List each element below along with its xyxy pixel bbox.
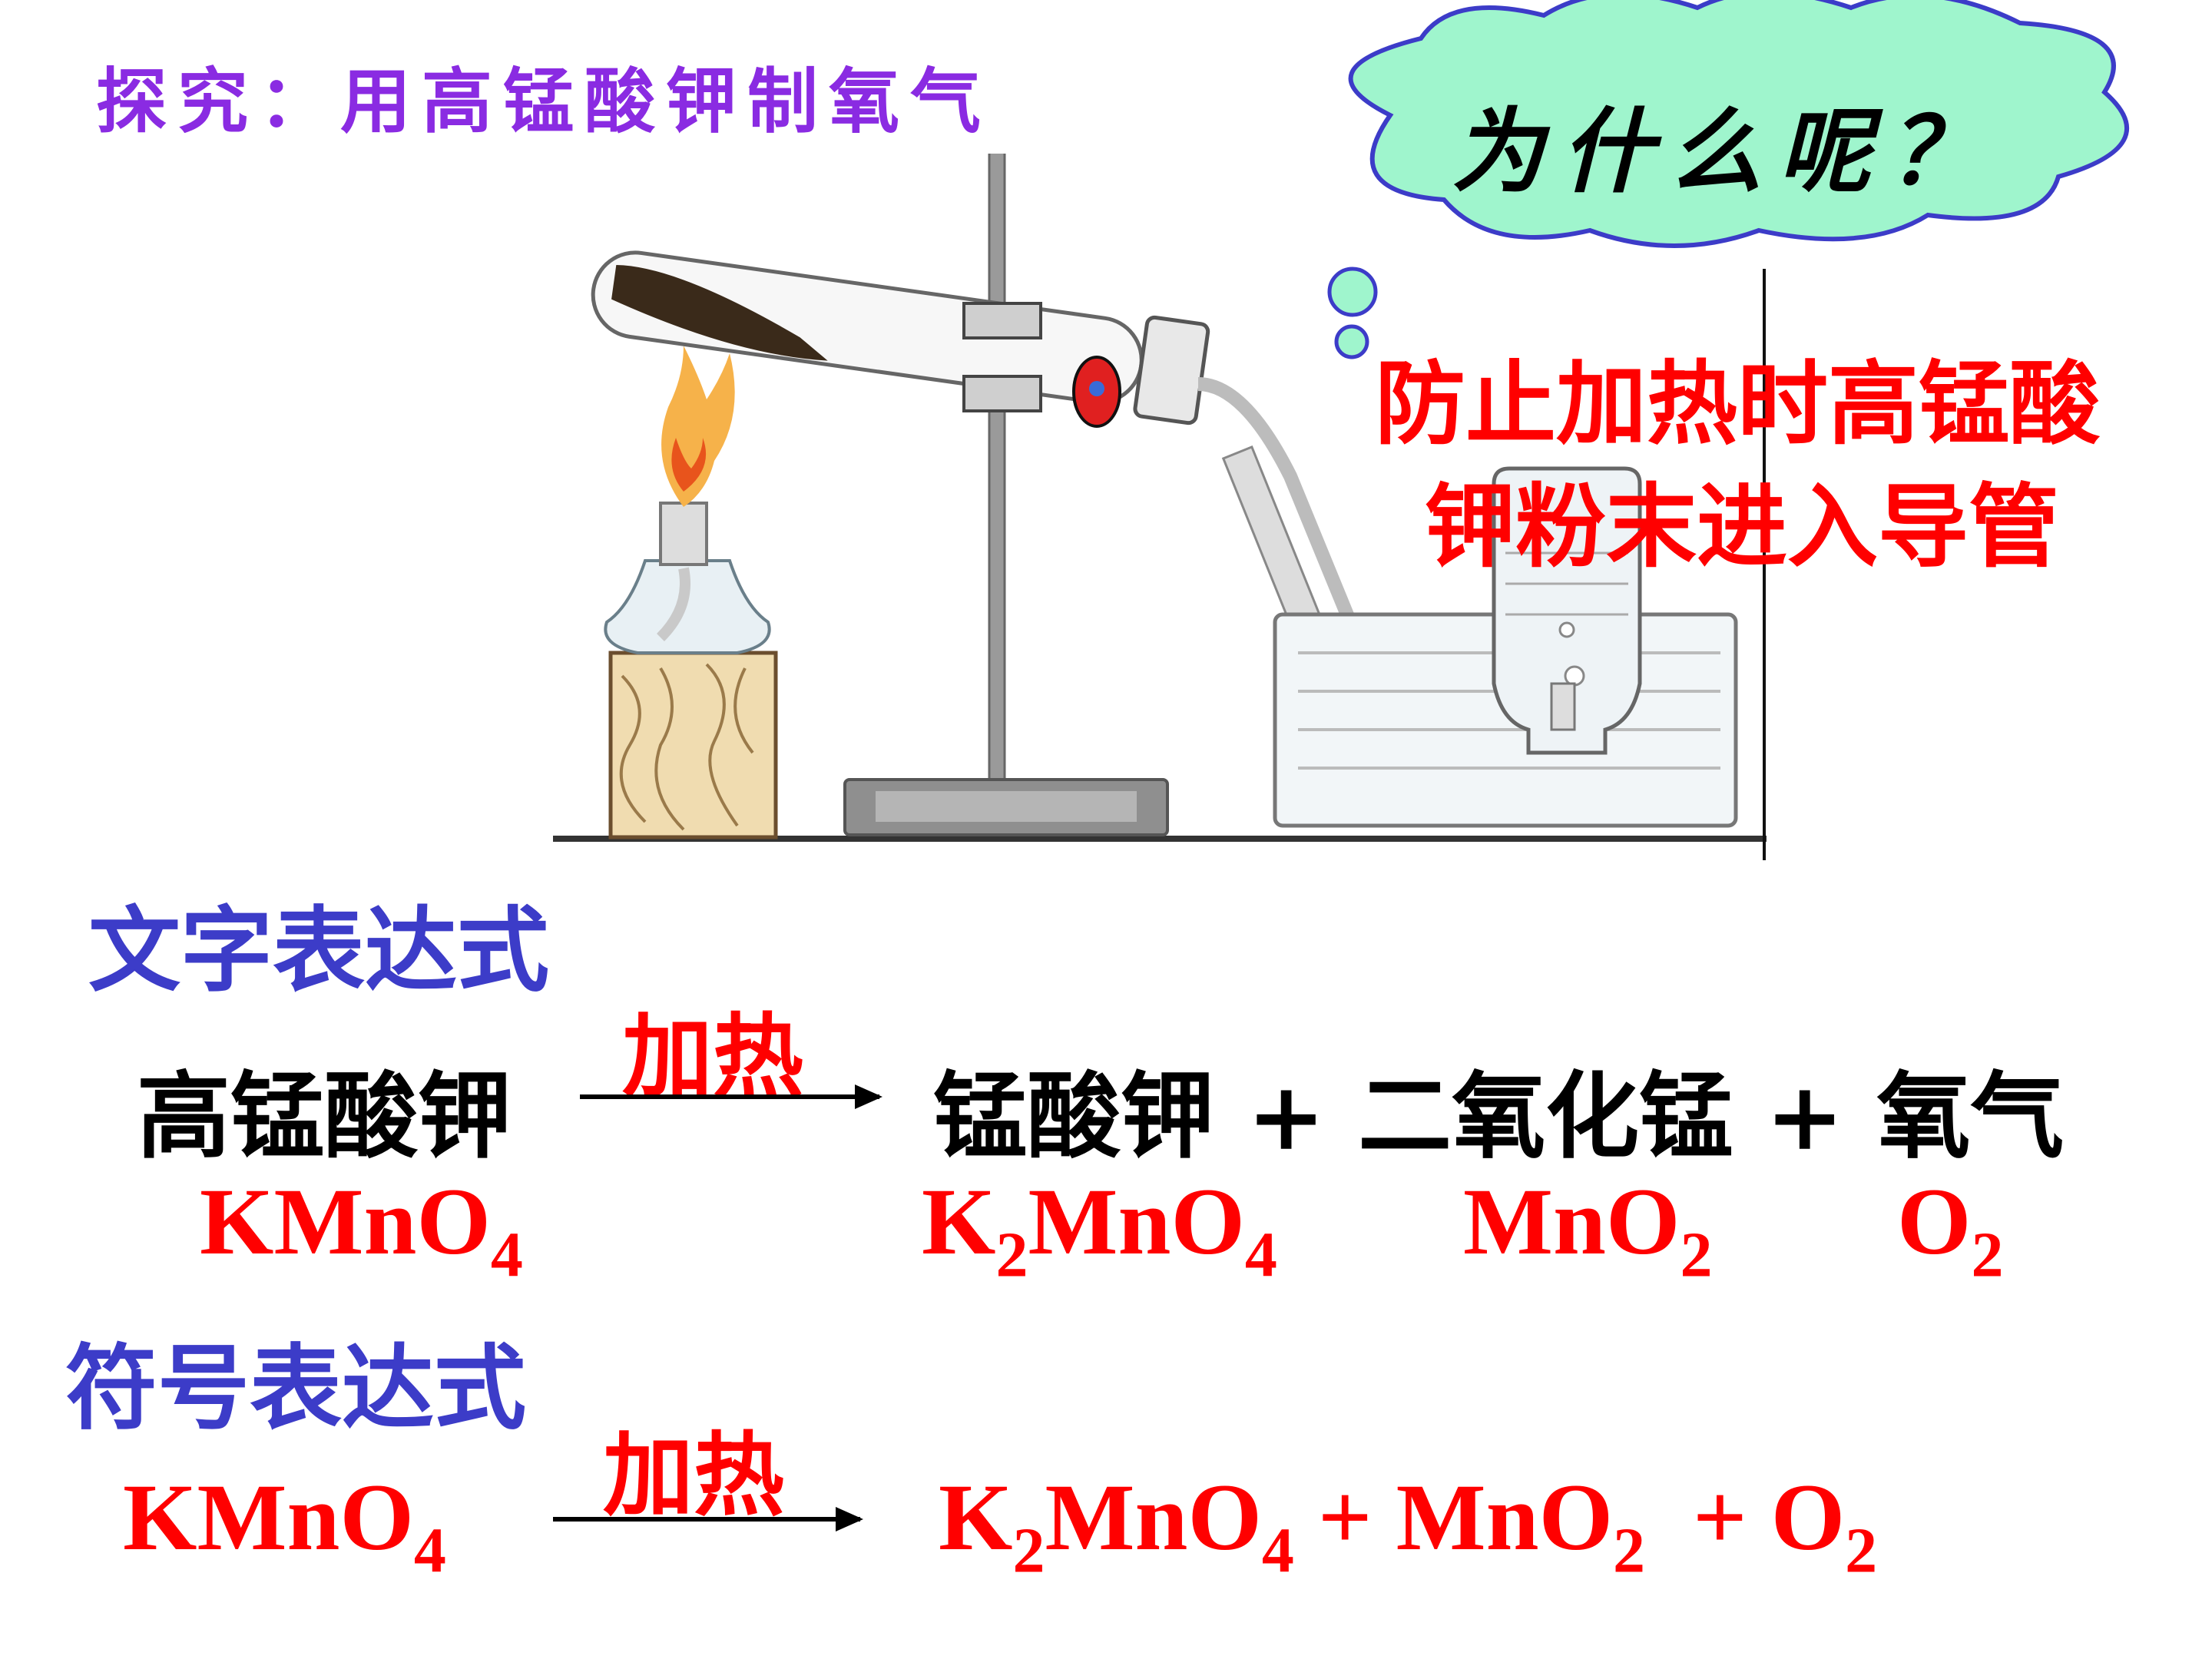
- test-tube: [591, 250, 1210, 426]
- word-equation-heading: 文字表达式: [88, 896, 549, 1005]
- symbol-reactant: KMnO4: [123, 1465, 446, 1587]
- apparatus-illustration: [553, 154, 1767, 860]
- reason-line-2: 钾粉末进入导管: [1425, 473, 2060, 580]
- stopper: [1133, 315, 1210, 426]
- symbol-arrow: [553, 1507, 863, 1532]
- stand-rod: [988, 154, 1006, 785]
- bubble-text: 为什么呢？: [1452, 98, 1997, 206]
- flame: [661, 346, 735, 507]
- thought-bubble: [1348, 0, 2129, 248]
- symbol-products: K2MnO4 + MnO2 + O2: [939, 1465, 1878, 1587]
- symbol-equation-heading: 符号表达式: [65, 1334, 526, 1442]
- word-products: 锰酸钾 + 二氧化锰 + 氧气: [933, 1061, 2065, 1171]
- kmno4-powder: [611, 265, 828, 361]
- collecting-bottle: [1492, 466, 1642, 755]
- symbol-condition: 加热: [603, 1422, 785, 1528]
- formula-mno2: MnO2: [1463, 1169, 1713, 1291]
- word-reactant: 高锰酸钾: [137, 1061, 512, 1171]
- page-title: 探究：用高锰酸钾制氧气: [96, 61, 992, 143]
- alcohol-lamp: [604, 559, 771, 654]
- formula-k2mno4: K2MnO4: [922, 1169, 1277, 1291]
- clamp: [962, 302, 1042, 339]
- formula-o2: O2: [1897, 1169, 2004, 1291]
- reason-line-1: 防止加热时高锰酸: [1375, 350, 2101, 457]
- word-condition: 加热: [622, 1003, 804, 1110]
- formula-kmno4: KMnO4: [200, 1169, 523, 1291]
- word-arrow: [580, 1084, 882, 1109]
